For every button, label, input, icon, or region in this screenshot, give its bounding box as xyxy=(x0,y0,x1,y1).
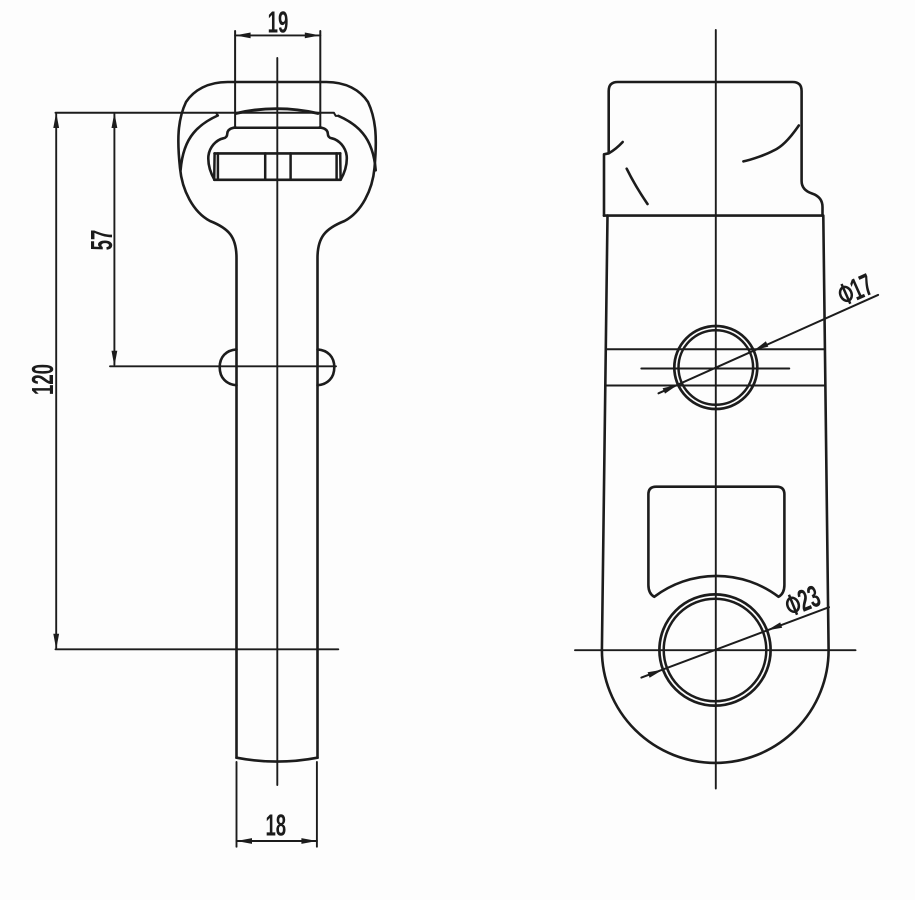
svg-text:19: 19 xyxy=(268,6,289,40)
svg-text:57: 57 xyxy=(85,230,119,251)
svg-text:18: 18 xyxy=(265,809,286,843)
svg-text:120: 120 xyxy=(26,364,60,395)
